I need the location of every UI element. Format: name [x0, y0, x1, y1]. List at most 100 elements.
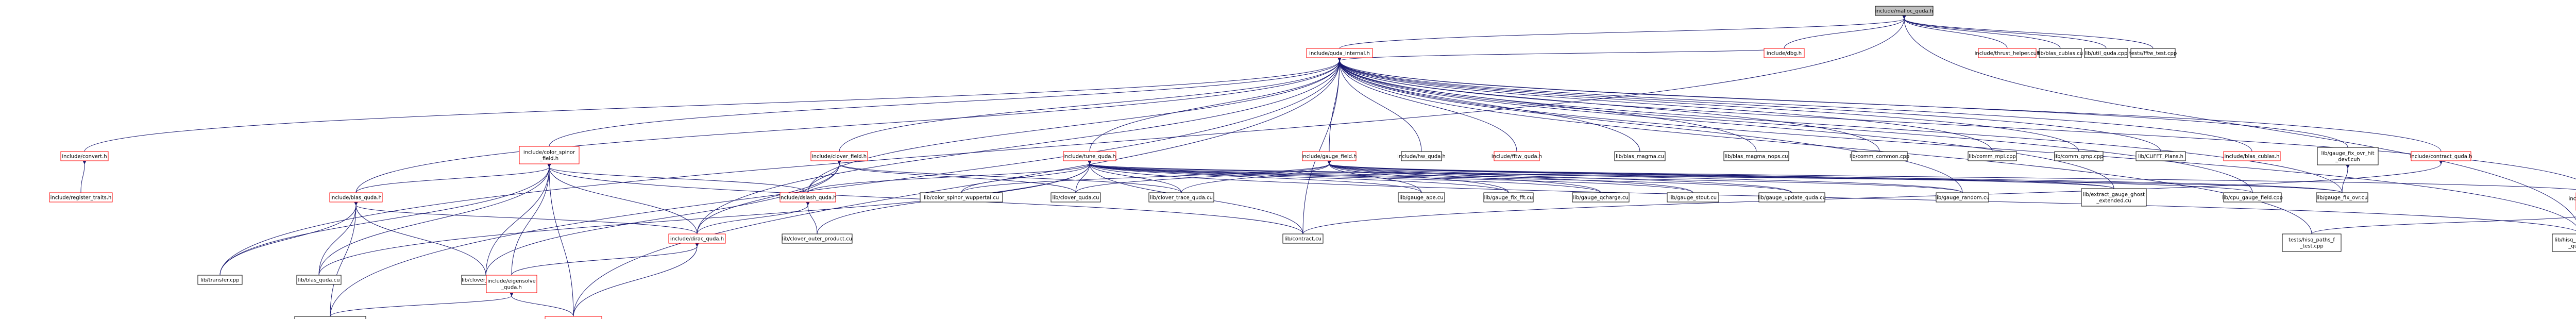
node-gaugeape[interactable]: lib/gauge_ape.cu — [1398, 192, 1445, 203]
node-box-tunequda[interactable] — [1063, 151, 1116, 161]
node-box-qinternal[interactable] — [1306, 48, 1373, 58]
node-hisqpaths2[interactable]: tests/hisq_paths_f_test.cpp — [2282, 233, 2342, 252]
node-malloc[interactable]: include/malloc_quda.h — [1875, 6, 1934, 16]
node-utilquda[interactable]: lib/util_quda.cpp — [2084, 48, 2128, 58]
node-diracquda[interactable]: include/dirac_quda.h — [668, 233, 726, 244]
node-box-hisqpaths2[interactable] — [2282, 233, 2342, 252]
node-qinternal[interactable]: include/quda_internal.h — [1306, 48, 1373, 58]
node-box-gaugeupdate[interactable] — [1758, 192, 1825, 203]
node-dslash[interactable]: include/dslash_quda.h — [779, 192, 837, 203]
node-box-gaugefixovrhit[interactable] — [2317, 147, 2379, 165]
node-box-regtraits[interactable] — [49, 192, 113, 203]
node-blasmagmanops[interactable]: lib/blas_magma_nops.cu — [1723, 151, 1789, 161]
node-hisqimproved[interactable]: include/ks_improved_force.h — [2569, 192, 2576, 211]
node-box-colorspinor[interactable] — [519, 146, 580, 164]
node-commmpi[interactable]: lib/comm_mpi.cpp — [1968, 151, 2017, 161]
node-box-cloverquda[interactable] — [1050, 192, 1101, 203]
node-gaugestout[interactable]: lib/gauge_stout.cu — [1667, 192, 1719, 203]
node-convert[interactable]: include/convert.h — [60, 151, 109, 161]
node-contract_h[interactable]: include/contract_quda.h — [2410, 151, 2472, 161]
node-contract_cu[interactable]: lib/contract.cu — [1282, 233, 1324, 244]
node-box-clovertrace[interactable] — [1148, 192, 1214, 203]
node-box-fftest[interactable] — [2130, 48, 2176, 58]
node-gaugefmu[interactable]: lib/gauge_fix_fft.cu — [1483, 192, 1534, 203]
node-box-blasquda[interactable] — [329, 192, 383, 203]
node-box-gaugerandom[interactable] — [1936, 192, 1989, 203]
node-cloverouter[interactable]: lib/clover_outer_product.cu — [782, 233, 853, 244]
node-box-gaugefixovr[interactable] — [2316, 192, 2368, 203]
node-cpugauge[interactable]: lib/cpu_gauge_field.cpp — [2222, 192, 2283, 203]
node-box-cloverouter[interactable] — [782, 233, 853, 244]
node-box-eigensolve[interactable] — [486, 275, 537, 293]
node-box-commqmp[interactable] — [2054, 151, 2104, 161]
node-box-cpugauge[interactable] — [2223, 192, 2282, 203]
node-dbg[interactable]: include/dbg.h — [1764, 48, 1805, 58]
node-gaugefixovrhit[interactable]: lib/gauge_fix_ovr_hit_devf.cuh — [2317, 147, 2379, 165]
node-box-commcommon[interactable] — [1851, 151, 1908, 161]
node-box-commmpi[interactable] — [1968, 151, 2017, 161]
node-box-blasmagmanops[interactable] — [1723, 151, 1789, 161]
node-box-gaugefield[interactable] — [1302, 151, 1357, 161]
node-box-diracquda[interactable] — [668, 233, 726, 244]
node-box-contract_cu[interactable] — [1282, 233, 1324, 244]
node-eigensolve[interactable]: include/eigensolve_quda.h — [486, 275, 537, 293]
node-cufft[interactable]: lib/CUFFT_Plans.h — [2136, 151, 2186, 161]
node-box-cufft[interactable] — [2136, 151, 2186, 161]
node-invertquda[interactable]: include/invert_quda.h — [545, 316, 602, 319]
node-box-gaugestout[interactable] — [1667, 192, 1719, 203]
node-box-hisqpaths[interactable] — [2552, 233, 2576, 252]
node-label-colorspinor: include/color_spinor_field.h — [523, 150, 575, 162]
node-gaugeqcharge[interactable]: lib/gauge_qcharge.cu — [1572, 192, 1630, 203]
node-gaugefixovr[interactable]: lib/gauge_fix_ovr.cu — [2316, 192, 2368, 203]
node-fftest[interactable]: tests/fftw_test.cpp — [2129, 48, 2177, 58]
node-eigensolve_cpp[interactable]: lib/eigensolve_quda.cpp — [294, 316, 366, 319]
node-box-contract_h[interactable] — [2411, 151, 2471, 161]
node-box-gaugefmu[interactable] — [1483, 192, 1534, 203]
node-box-hwquda[interactable] — [1401, 151, 1442, 161]
node-blascublas_h[interactable]: include/blas_cublas.h — [2223, 151, 2281, 161]
node-blasquda[interactable]: include/blas_quda.h — [329, 192, 383, 203]
node-blasmagma[interactable]: lib/blas_magma.cu — [1614, 151, 1666, 161]
node-box-transfer[interactable] — [197, 275, 243, 285]
node-box-cloverfield_h[interactable] — [810, 151, 868, 161]
node-box-blasquda_cu[interactable] — [296, 275, 342, 285]
node-regtraits[interactable]: include/register_traits.h — [49, 192, 113, 203]
node-gaugefield[interactable]: include/gauge_field.h — [1301, 151, 1357, 161]
node-box-blascublas_h[interactable] — [2223, 151, 2281, 161]
node-box-utilquda[interactable] — [2084, 48, 2128, 58]
node-hisqpaths[interactable]: lib/hisq_paths_force_quda.cu — [2552, 233, 2576, 252]
node-box-gaugeape[interactable] — [1398, 192, 1445, 203]
node-tunequda[interactable]: include/tune_quda.h — [1063, 151, 1116, 161]
node-box-dbg[interactable] — [1764, 48, 1805, 58]
node-commqmp[interactable]: lib/comm_qmp.cpp — [2054, 151, 2104, 161]
edge-dbg-to-qinternal — [1337, 48, 1785, 65]
node-blasquda_cu[interactable]: lib/blas_quda.cu — [296, 275, 342, 285]
edge-gaugeupdate-to-gaugefield — [1327, 160, 1792, 193]
node-transfer[interactable]: lib/transfer.cpp — [197, 275, 243, 285]
node-box-invertquda[interactable] — [545, 316, 602, 319]
node-box-blasmagma[interactable] — [1614, 151, 1666, 161]
node-blascublas[interactable]: lib/blas_cublas.cu — [2038, 48, 2083, 58]
node-box-convert[interactable] — [60, 151, 109, 161]
node-box-extractghost[interactable] — [2081, 188, 2147, 207]
node-box-colorspinorwup[interactable] — [920, 192, 1003, 203]
node-box-eigensolve_cpp[interactable] — [294, 316, 366, 319]
node-box-gaugeqcharge[interactable] — [1572, 192, 1630, 203]
node-cloverquda[interactable]: lib/clover_quda.cu — [1050, 192, 1101, 203]
node-ffquda[interactable]: include/fftw_quda.h — [1492, 151, 1542, 161]
node-box-ffquda[interactable] — [1494, 151, 1540, 161]
node-cloverfield_h[interactable]: include/clover_field.h — [810, 151, 868, 161]
node-box-dslash[interactable] — [779, 192, 836, 203]
node-box-thrust[interactable] — [1978, 48, 2037, 58]
node-colorspinor[interactable]: include/color_spinor_field.h — [519, 146, 580, 164]
node-box-malloc[interactable] — [1875, 6, 1934, 16]
node-gaugeupdate[interactable]: lib/gauge_update_quda.cu — [1758, 192, 1826, 203]
node-gaugerandom[interactable]: lib/gauge_random.cu — [1935, 192, 1990, 203]
node-colorspinorwup[interactable]: lib/color_spinor_wuppertal.cu — [920, 192, 1003, 203]
node-commcommon[interactable]: lib/comm_common.cpp — [1850, 151, 1909, 161]
node-box-blascublas[interactable] — [2039, 48, 2082, 58]
node-thrust[interactable]: include/thrust_helper.cuh — [1975, 48, 2040, 58]
node-extractghost[interactable]: lib/extract_gauge_ghost_extended.cu — [2081, 188, 2147, 207]
node-hwquda[interactable]: include/hw_quda.h — [1397, 151, 1446, 161]
node-clovertrace[interactable]: lib/clover_trace_quda.cu — [1148, 192, 1214, 203]
